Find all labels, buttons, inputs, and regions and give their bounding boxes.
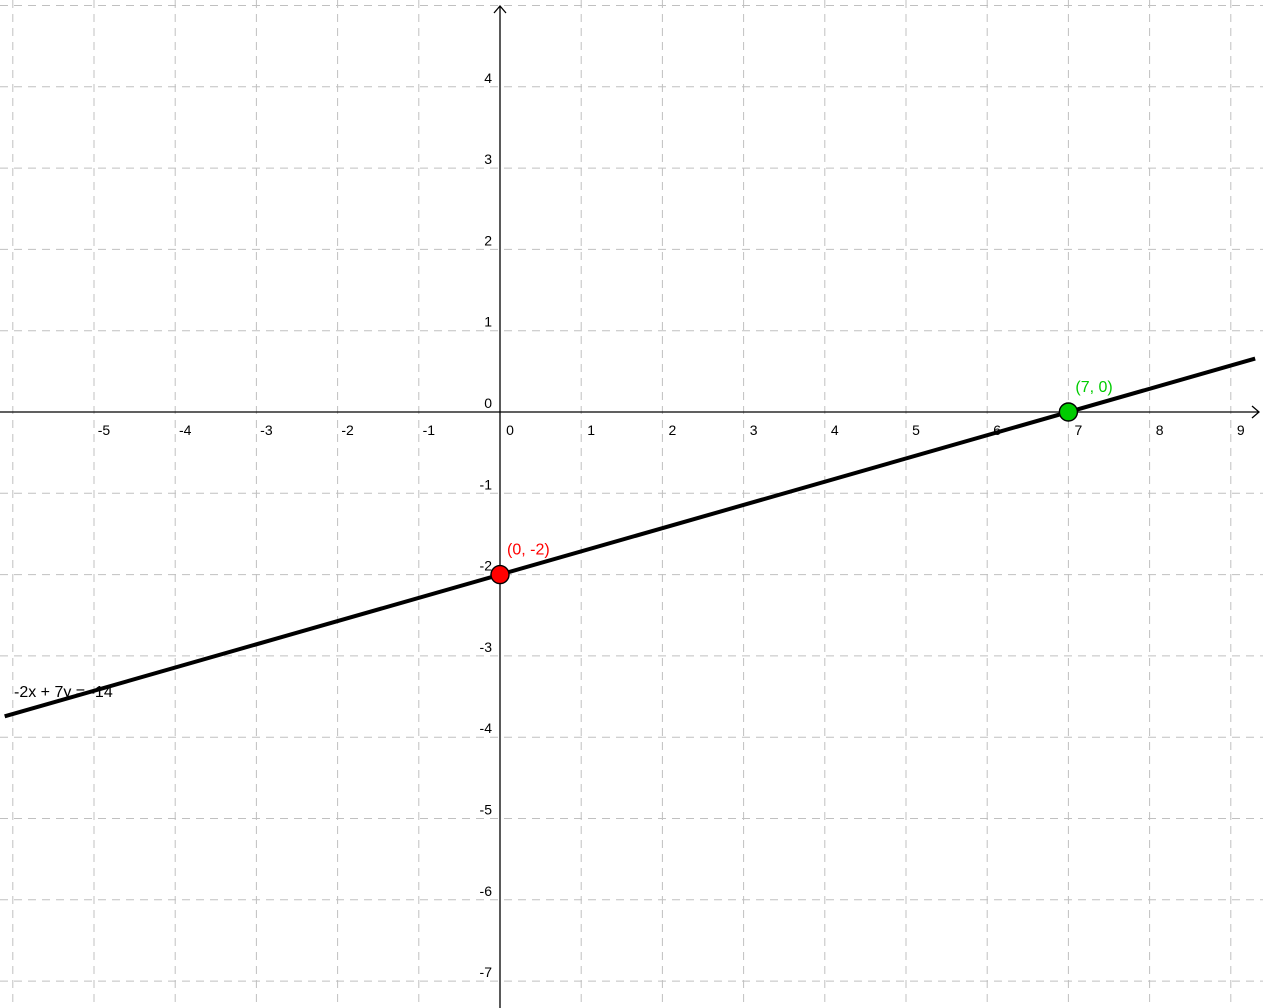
point-label: (0, -2) (507, 542, 550, 559)
x-tick-label: 1 (587, 422, 595, 438)
series-line-0 (4, 356, 1256, 719)
x-tick-label: 7 (1075, 422, 1083, 438)
x-tick-label: 5 (912, 422, 920, 438)
y-tick-label: 1 (484, 314, 492, 330)
y-tick-label: -7 (480, 964, 493, 980)
y-tick-label: 4 (484, 70, 492, 86)
x-tick-label: 4 (831, 422, 839, 438)
x-axis-arrow (1251, 405, 1260, 419)
x-tick-label: 8 (1156, 422, 1164, 438)
axes (0, 5, 1260, 1008)
x-tick-label: 3 (750, 422, 758, 438)
point-marker[interactable] (490, 564, 510, 585)
x-tick-label: -3 (260, 422, 273, 438)
x-tick-label: -2 (341, 422, 354, 438)
series-label: -2x + 7y = -14 (14, 684, 113, 701)
point-label: (7, 0) (1075, 379, 1112, 396)
x-tick-label: 9 (1237, 422, 1245, 438)
y-tick-label: -6 (480, 883, 493, 899)
y-tick-label: 2 (484, 232, 492, 248)
y-tick-label: -2 (480, 558, 493, 574)
plotted-points: (0, -2) (7, 0) (490, 379, 1113, 585)
x-tick-label: -4 (179, 422, 192, 438)
y-tick-label: -5 (480, 802, 493, 818)
x-tick-label: -1 (423, 422, 436, 438)
y-axis-arrow (493, 5, 507, 14)
y-tick-label: -1 (480, 476, 493, 492)
graph-lines: -2x + 7y = -14 (4, 356, 1256, 719)
x-tick-label: 2 (669, 422, 677, 438)
x-tick-label: -5 (98, 422, 111, 438)
y-tick-label: -4 (480, 720, 493, 736)
x-tick-label: 6 (993, 422, 1001, 438)
x-tick-label: 0 (506, 422, 514, 438)
y-tick-label: 0 (484, 395, 492, 411)
y-tick-label: 3 (484, 151, 492, 167)
point-marker[interactable] (1058, 402, 1079, 422)
tick-labels: -5 -4 -3 -2 -1 0 1 2 3 4 5 6 7 8 9 -7 -6 -5 -4 -3 -2 -1 0 1 2 3 4 (98, 70, 1245, 980)
y-tick-label: -3 (480, 639, 493, 655)
